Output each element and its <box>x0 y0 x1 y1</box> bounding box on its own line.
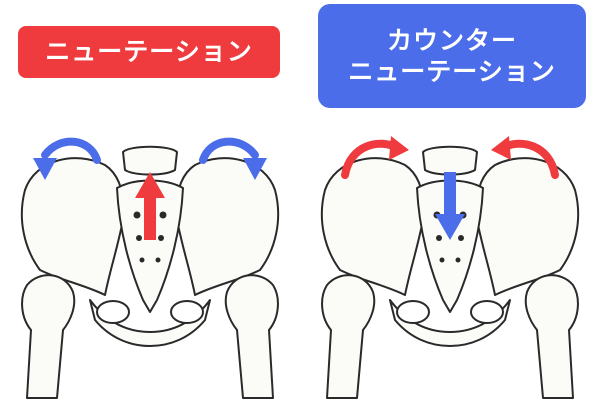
counter-nutation-label-badge: カウンター ニューテーション <box>318 4 586 108</box>
sacrum <box>116 179 184 313</box>
right-obturator-foramen <box>470 300 504 324</box>
nutation-label-badge: ニューテーション <box>18 26 280 78</box>
left-obturator-foramen <box>96 300 130 324</box>
left-iliac-wing <box>320 157 425 296</box>
sacrum-arrow-up <box>135 172 165 240</box>
left-femur <box>321 274 376 399</box>
counter-nutation-label-line2: ニューテーション <box>348 57 556 86</box>
sacrum-arrow-down <box>435 172 465 240</box>
left-femur <box>21 274 76 399</box>
right-obturator-foramen <box>170 300 204 324</box>
right-iliac-wing <box>175 157 280 296</box>
pubic-arch <box>89 299 211 347</box>
right-femur <box>524 274 579 399</box>
right-iliac-wing <box>475 157 580 296</box>
iliac-rotation-arrows <box>41 137 259 164</box>
pubic-arch <box>389 299 511 347</box>
counter-nutation-label-line1: カウンター <box>386 25 517 55</box>
pelvis-illustration-counter-nutation <box>320 136 580 399</box>
sacrum <box>416 179 484 313</box>
lumbar-vertebra <box>422 145 478 176</box>
right-femur <box>224 274 279 399</box>
left-iliac-wing <box>20 157 125 296</box>
pelvis-illustration-nutation <box>20 137 280 399</box>
nutation-label: ニューテーション <box>45 37 253 67</box>
lumbar-vertebra <box>122 145 178 176</box>
left-obturator-foramen <box>396 300 430 324</box>
